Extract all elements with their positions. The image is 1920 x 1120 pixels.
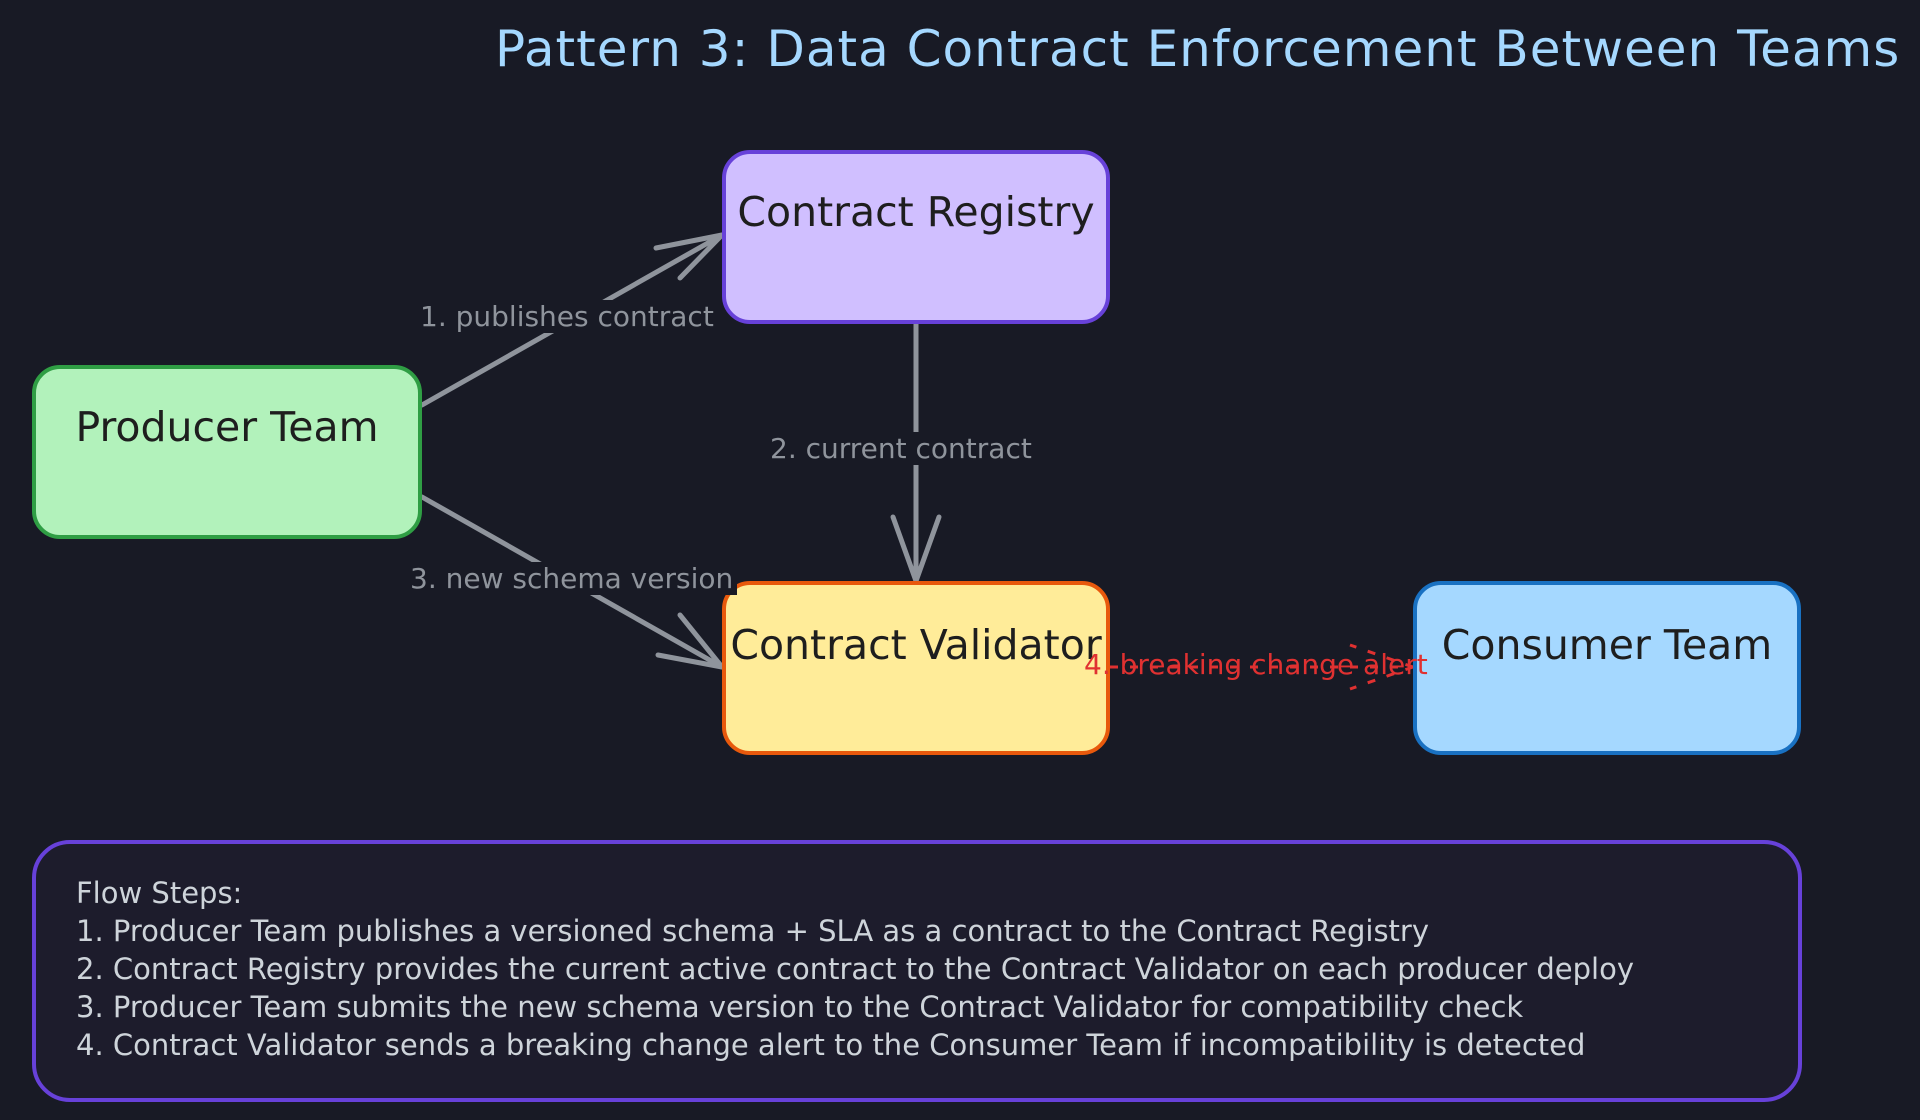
node-contract-registry: Contract Registry <box>722 150 1110 324</box>
flow-step-item: 1. Producer Team publishes a versioned s… <box>76 914 1430 948</box>
node-consumer-team: Consumer Team <box>1413 581 1801 755</box>
flow-step-item: 2. Contract Registry provides the curren… <box>76 952 1634 986</box>
flow-steps-heading: Flow Steps: <box>76 876 243 910</box>
node-contract-validator: Contract Validator <box>722 581 1110 755</box>
page-title: Pattern 3: Data Contract Enforcement Bet… <box>495 20 1901 78</box>
edge-label-publishes: 1. publishes contract <box>416 300 718 333</box>
node-label: Contract Validator <box>730 621 1102 669</box>
node-label: Consumer Team <box>1441 621 1773 669</box>
node-label: Contract Registry <box>737 188 1095 236</box>
edge-label-schema: 3. new schema version <box>406 562 738 595</box>
edge-label-current: 2. current contract <box>766 432 1036 465</box>
flow-steps-box: Flow Steps: 1. Producer Team publishes a… <box>32 840 1802 1102</box>
flow-step-item: 4. Contract Validator sends a breaking c… <box>76 1028 1586 1062</box>
edge-label-alert: 4. breaking change alert <box>1084 648 1428 681</box>
node-label: Producer Team <box>75 403 379 451</box>
flow-step-item: 3. Producer Team submits the new schema … <box>76 990 1524 1024</box>
node-producer-team: Producer Team <box>32 365 422 539</box>
